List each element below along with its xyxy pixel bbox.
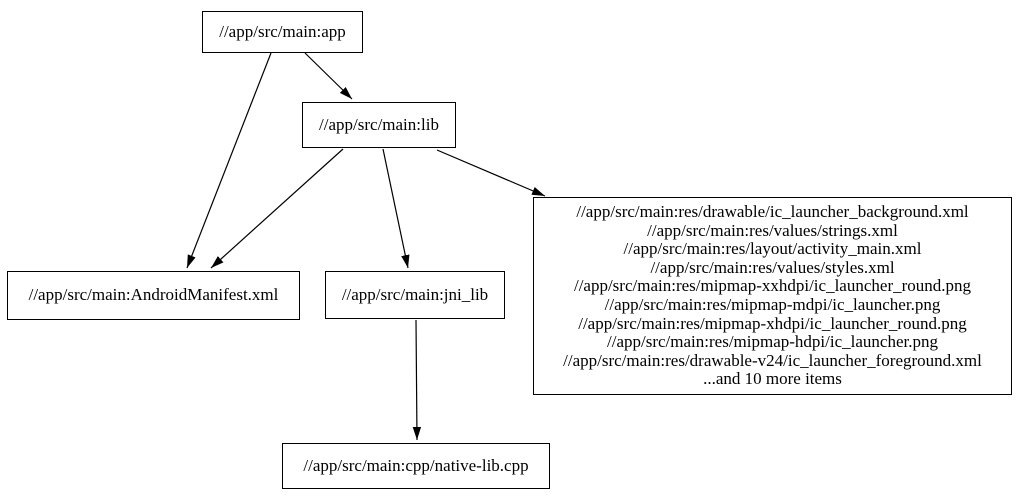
resource-item: //app/src/main:res/mipmap-mdpi/ic_launch… (604, 295, 941, 314)
node-jni-lib[interactable]: //app/src/main:jni_lib (325, 271, 505, 319)
resource-item: //app/src/main:res/layout/activity_main.… (623, 239, 922, 259)
node-lib-target[interactable]: //app/src/main:lib (302, 102, 456, 148)
node-lib-label: //app/src/main:lib (319, 114, 439, 134)
resource-item: //app/src/main:res/mipmap-hdpi/ic_launch… (607, 332, 938, 352)
node-android-manifest[interactable]: //app/src/main:AndroidManifest.xml (7, 271, 300, 320)
resource-item: //app/src/main:res/drawable/ic_launcher_… (576, 202, 969, 222)
edge-lib-to-manifest (210, 148, 344, 269)
resource-item: //app/src/main:res/mipmap-xhdpi/ic_launc… (578, 313, 967, 333)
edge-lib-to-resources (436, 149, 546, 197)
resource-item: //app/src/main:res/drawable-v24/ic_launc… (563, 350, 982, 370)
edge-jni-lib-to-cpp (412, 319, 422, 441)
resource-item: //app/src/main:res/mipmap-xxhdpi/ic_laun… (573, 276, 972, 296)
edge-app-to-manifest (186, 52, 272, 269)
node-jni-lib-label: //app/src/main:jni_lib (341, 284, 489, 304)
edge-lib-to-jni-lib (382, 148, 410, 269)
resources-more-items-note: ...and 10 more items (703, 369, 842, 389)
node-app-target[interactable]: //app/src/main:app (202, 11, 363, 53)
node-native-lib-cpp-label: //app/src/main:cpp/native-lib.cpp (303, 455, 529, 475)
node-native-lib-cpp[interactable]: //app/src/main:cpp/native-lib.cpp (282, 443, 550, 489)
edge-app-to-lib (304, 52, 353, 100)
resource-item: //app/src/main:res/values/styles.xml (650, 257, 895, 277)
resource-item: //app/src/main:res/values/strings.xml (647, 220, 898, 240)
node-android-manifest-label: //app/src/main:AndroidManifest.xml (28, 285, 279, 305)
node-app-label: //app/src/main:app (219, 21, 346, 41)
node-resources-group[interactable]: //app/src/main:res/drawable/ic_launcher_… (533, 197, 1012, 395)
